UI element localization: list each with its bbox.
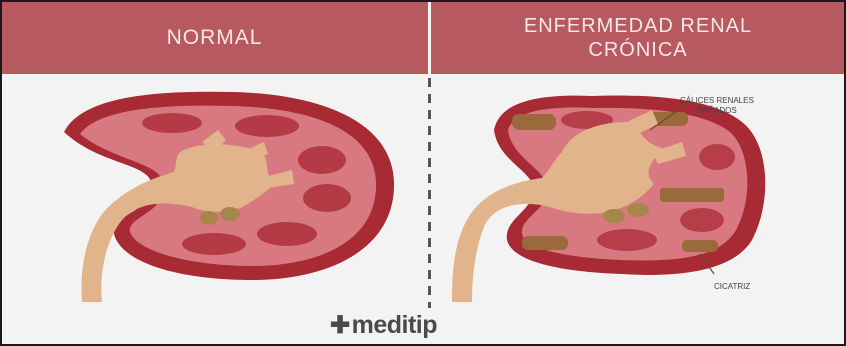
normal-pyramid	[257, 222, 317, 246]
normal-renal-vessel	[220, 207, 240, 221]
ckd-pyramid	[680, 208, 724, 232]
ckd-pyramid	[597, 229, 657, 251]
normal-pyramid	[303, 184, 351, 212]
ckd-damaged-calyx	[512, 114, 556, 130]
logo-text: meditip	[352, 311, 437, 340]
normal-kidney	[64, 92, 394, 302]
ckd-damaged-calyx	[660, 188, 724, 202]
normal-pyramid	[235, 115, 299, 137]
meditip-logo: ✚ meditip	[330, 312, 437, 338]
scar-label: CICATRIZ	[714, 282, 750, 292]
scar-label-text: CICATRIZ	[714, 282, 750, 291]
calyces-label-line1: CÁLICES RENALES	[680, 96, 754, 106]
normal-renal-vessel	[200, 211, 218, 225]
ckd-renal-vessel	[627, 203, 649, 217]
normal-pyramid	[182, 233, 246, 255]
medical-cross-icon: ✚	[330, 311, 350, 340]
calyces-label: CÁLICES RENALES DAÑADOS	[680, 96, 754, 116]
ckd-renal-vessel	[603, 209, 625, 223]
ckd-damaged-calyx	[682, 240, 718, 252]
normal-pyramid	[142, 113, 202, 133]
ckd-kidney	[452, 96, 765, 302]
normal-pyramid	[298, 146, 346, 174]
ckd-damaged-calyx	[522, 236, 568, 250]
calyces-label-line2: DAÑADOS	[680, 106, 754, 116]
ckd-pyramid	[699, 144, 735, 170]
